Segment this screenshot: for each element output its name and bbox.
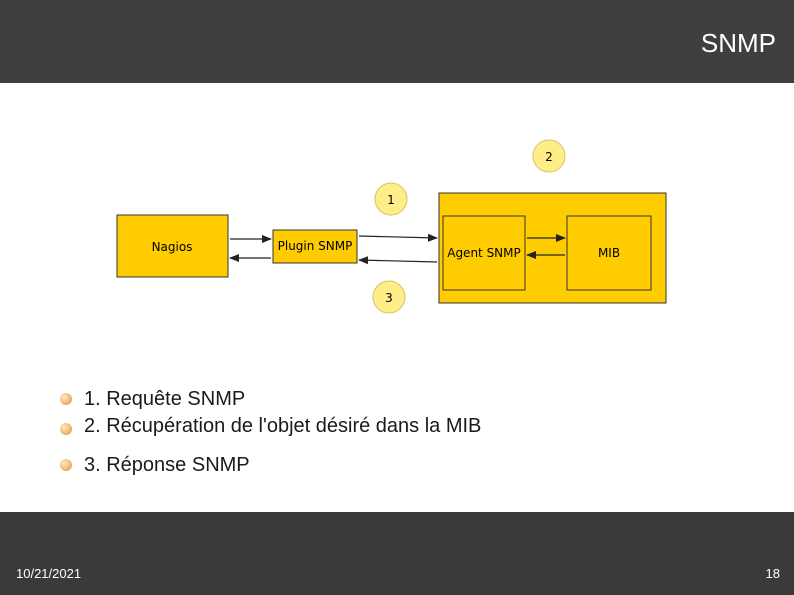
page-number: 18 <box>765 566 780 581</box>
step-list: 1. Requête SNMP 2. Récupération de l'obj… <box>60 384 481 486</box>
agent-snmp-label: Agent SNMP <box>447 246 521 260</box>
mib-box <box>566 215 652 291</box>
bullet-icon <box>60 423 72 435</box>
slide-header: SNMP <box>0 0 794 83</box>
list-item-text: 3. Réponse SNMP <box>84 454 250 476</box>
arrow-plugin-to-agent <box>358 233 438 242</box>
nagios-label: Nagios <box>152 240 193 254</box>
list-item: 2. Récupération de l'objet désiré dans l… <box>60 414 481 450</box>
step-circle-2 <box>532 139 566 173</box>
list-item-text: 1. Requête SNMP <box>84 388 246 410</box>
slide-footer <box>0 512 794 595</box>
bullet-icon <box>60 459 72 471</box>
footer-date: 10/21/2021 <box>16 566 82 581</box>
list-item: 1. Requête SNMP <box>60 384 481 420</box>
agent-snmp-box <box>442 215 526 291</box>
step-label-3: 3 <box>385 291 393 305</box>
step-circle-3 <box>372 280 406 314</box>
list-item: 3. Réponse SNMP <box>60 450 481 486</box>
list-item-text: 2. Récupération de l'objet désiré dans l… <box>84 415 482 437</box>
plugin-snmp-label: Plugin SNMP <box>278 239 353 253</box>
slide-title: SNMP <box>700 28 776 58</box>
step-circle-1 <box>374 182 408 216</box>
snmp-diagram: Nagios Plugin SNMP Agent SNMP MIB 2 1 3 <box>116 139 667 314</box>
mib-label: MIB <box>598 246 620 260</box>
step-label-2: 2 <box>545 150 553 164</box>
arrow-agent-to-plugin <box>358 256 438 265</box>
step-label-1: 1 <box>387 193 395 207</box>
bullet-icon <box>60 393 72 405</box>
plugin-snmp-box <box>272 229 358 264</box>
nagios-box <box>116 214 229 278</box>
